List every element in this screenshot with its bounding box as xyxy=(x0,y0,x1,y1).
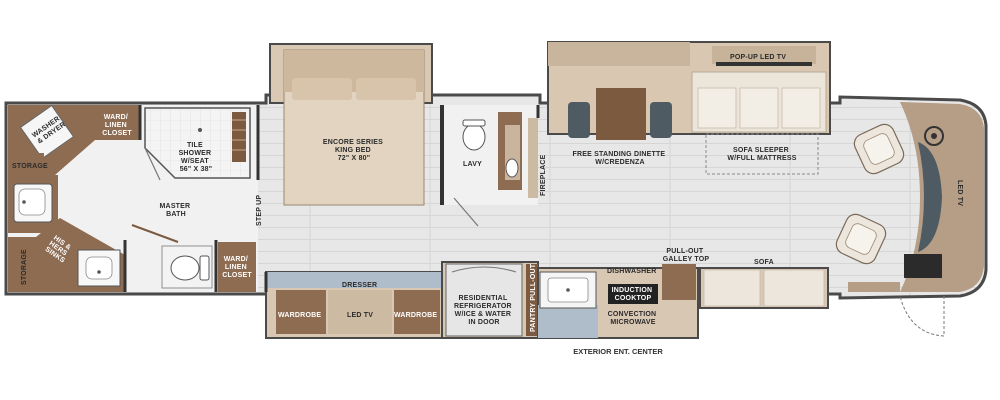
sofa-sleeper[interactable] xyxy=(691,71,827,133)
fireplace-label: FIREPLACE xyxy=(540,154,547,196)
sink-icon xyxy=(547,277,589,303)
galley: RESIDENTIAL REFRIGERATOR W/ICE & WATER I… xyxy=(441,248,710,356)
popup-led-tv xyxy=(712,46,816,64)
svg-text:CONVECTION MICROWAVE: CONVECTION MICROWAVE xyxy=(608,311,659,326)
svg-text:SOFA SLEEPER W/FULL MATT: SOFA SLEEPER W/FULL MATTRESS xyxy=(727,147,796,162)
master-bath-label-1: MASTER xyxy=(160,203,191,210)
lavy-bath: LAVY FIREPLACE xyxy=(440,105,547,227)
fridge-label-3: W/ICE & WATER xyxy=(455,311,512,318)
sink-icon xyxy=(505,158,519,178)
bed-label-2: KING BED xyxy=(335,147,371,154)
svg-text:INDUCTION COOKTOP: INDUCTION COOKTOP xyxy=(612,287,655,302)
front-sofa[interactable]: SOFA xyxy=(699,259,829,309)
popup-tv-label: POP-UP LED TV xyxy=(730,54,786,61)
door-icon[interactable] xyxy=(899,295,945,337)
cooktop-label-1: INDUCTION xyxy=(612,287,653,294)
microwave-label-1: CONVECTION xyxy=(608,311,657,318)
wardrobe-right[interactable] xyxy=(394,290,440,334)
wardrobe-left[interactable] xyxy=(276,290,326,334)
svg-text:TILE SHOWER W/: TILE SHOWER W/SEAT 56" X 38" xyxy=(179,142,214,173)
ward-closet-front-label-1: WARD/ xyxy=(224,256,248,263)
residential-refrigerator[interactable] xyxy=(445,263,523,337)
wardrobe-right-label: WARDROBE xyxy=(394,312,437,319)
wardrobe-left-label: WARDROBE xyxy=(278,312,321,319)
ward-closet-front-label-3: CLOSET xyxy=(222,272,252,279)
microwave-label-2: MICROWAVE xyxy=(610,319,655,326)
toilet-icon xyxy=(462,119,486,151)
galley-top-label-1: PULL-OUT xyxy=(666,248,704,255)
cooktop-label-2: COOKTOP xyxy=(615,295,652,302)
shower-label-1: TILE xyxy=(187,142,203,149)
induction-cooktop[interactable] xyxy=(608,284,658,304)
interior-walls xyxy=(123,105,540,292)
steering-wheel-icon[interactable] xyxy=(924,126,944,146)
cab-tv-label: LED TV xyxy=(956,180,963,206)
door-icon[interactable] xyxy=(144,147,161,181)
pantry-label: PANTRY PULL-OUT xyxy=(530,263,537,332)
pullout-galley-top[interactable] xyxy=(662,264,696,300)
lavy-label: LAVY xyxy=(463,161,482,168)
master-bath-label-2: BATH xyxy=(166,211,186,218)
galley-top-label-2: GALLEY TOP xyxy=(663,256,710,263)
dresser-label: DRESSER xyxy=(342,282,377,289)
bedroom-bottom-slide: DRESSER WARDROBE LED TV WARDROBE xyxy=(265,271,443,339)
dinette-table[interactable] xyxy=(596,88,646,140)
step-up-label: STEP UP xyxy=(256,195,263,226)
svg-text:WARD/ LINEN CLOSET: WARD/ LINEN CLOSET xyxy=(222,256,252,279)
storage-bottom-label: STORAGE xyxy=(21,249,28,285)
shower-label-4: 56" X 38" xyxy=(180,166,213,173)
svg-text:MASTER BATH: MASTER BATH xyxy=(160,203,193,218)
door-icon[interactable] xyxy=(131,224,179,243)
chair-icon[interactable] xyxy=(833,211,889,267)
bedroom-led-tv xyxy=(328,290,392,334)
ward-closet-rear-label-3: CLOSET xyxy=(102,130,132,137)
svg-text:FREE STANDING DINETTE W/: FREE STANDING DINETTE W/CREDENZA xyxy=(573,151,668,166)
washer-dryer xyxy=(19,104,75,160)
bedroom-slide: ENCORE SERIES KING BED 72" X 80" xyxy=(269,43,433,206)
dishwasher-label: DISHWASHER xyxy=(607,268,656,275)
svg-text:WARD/ LINEN CLOSET: WARD/ LINEN CLOSET xyxy=(102,114,132,137)
svg-text:ENCORE SERIES KING BED: ENCORE SERIES KING BED 72" X 80" xyxy=(323,139,385,162)
dinette-label-2: W/CREDENZA xyxy=(595,159,644,166)
bed-label-3: 72" X 80" xyxy=(338,155,371,162)
bedroom-tv-label: LED TV xyxy=(347,312,373,319)
shower-label-2: SHOWER xyxy=(179,150,212,157)
storage-top-label: STORAGE xyxy=(12,163,48,170)
ward-closet-front-label-2: LINEN xyxy=(225,264,247,271)
exterior-center-label: EXTERIOR ENT. CENTER xyxy=(573,347,663,356)
svg-text:PULL-OUT GALLEY TOP: PULL-OUT GALLEY TOP xyxy=(663,248,710,263)
chair-icon[interactable] xyxy=(851,121,907,177)
shower-label-3: W/SEAT xyxy=(181,158,209,165)
ward-closet-rear-label-1: WARD/ xyxy=(104,114,128,121)
sofa-sleeper-label-2: W/FULL MATTRESS xyxy=(727,155,796,162)
cockpit: LED TV xyxy=(833,102,984,337)
fridge-label-1: RESIDENTIAL xyxy=(459,295,508,302)
ward-linen-closet-rear[interactable] xyxy=(95,105,140,140)
dinette-label-1: FREE STANDING DINETTE xyxy=(573,151,666,158)
pantry-pullout[interactable] xyxy=(526,264,538,336)
fridge-label-4: IN DOOR xyxy=(468,319,499,326)
bed-label-1: ENCORE SERIES xyxy=(323,139,383,146)
ward-closet-rear-label-2: LINEN xyxy=(105,122,127,129)
ward-linen-closet-front[interactable] xyxy=(218,242,256,292)
rear-bath: WASHER & DRYER WARD/ LINEN CLOSET STORAG… xyxy=(8,104,263,292)
sofa-sleeper-label-1: SOFA SLEEPER xyxy=(733,147,789,154)
sofa-label: SOFA xyxy=(754,259,774,266)
tile-shower[interactable]: TILE SHOWER W/SEAT 56" X 38" xyxy=(144,107,251,179)
svg-text:RESIDENTIAL REFRIGERATOR: RESIDENTIAL REFRIGERATOR W/ICE & WATER I… xyxy=(454,295,514,326)
door-icon[interactable] xyxy=(453,197,479,227)
living-slide: FREE STANDING DINETTE W/CREDENZA POP-UP … xyxy=(547,41,831,175)
toilet-icon xyxy=(161,245,213,289)
fridge-label-2: REFRIGERATOR xyxy=(454,303,512,310)
